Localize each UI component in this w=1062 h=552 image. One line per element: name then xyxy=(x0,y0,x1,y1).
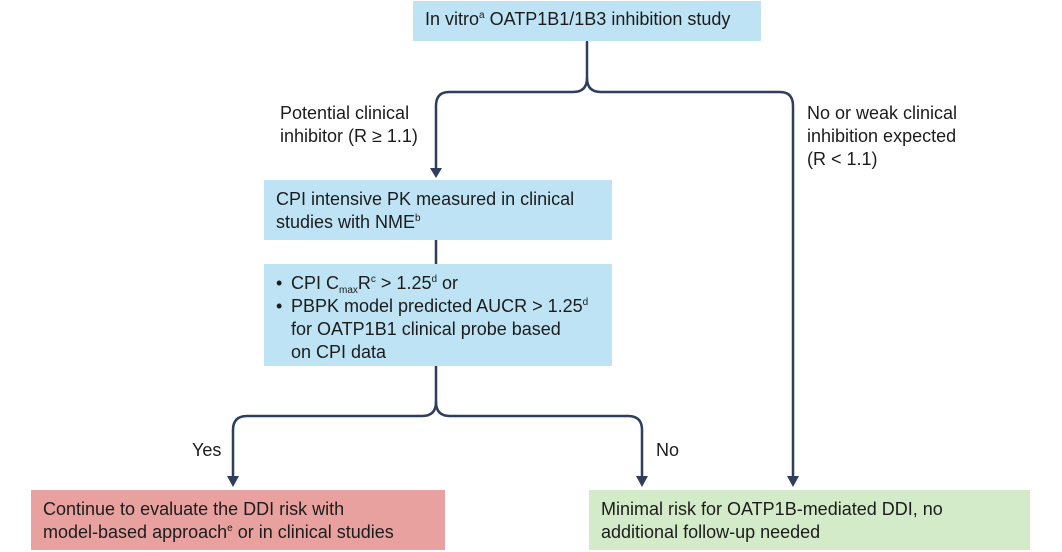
minimal-line-1: Minimal risk for OATP1B-mediated DDI, no xyxy=(601,499,943,519)
footnote-b: b xyxy=(415,213,421,224)
cpi-pk-line-2-text: studies with NME xyxy=(276,212,416,232)
criteria-item-pbpk: PBPK model predicted AUCR > 1.25d for OA… xyxy=(276,295,600,364)
arrowhead-to-cpi-pk xyxy=(430,168,442,178)
arrowhead-to-minimal-left xyxy=(636,476,648,487)
no-weak-inhibition-label: No or weak clinical inhibition expected … xyxy=(807,102,957,171)
pbpk-line-1-text: PBPK model predicted AUCR > 1.25 xyxy=(291,296,583,316)
criteria-item-cmax: CPI CmaxRc > 1.25d or xyxy=(276,272,600,296)
cmax-threshold: > 1.25 xyxy=(375,273,432,293)
arrowhead-to-minimal-right xyxy=(787,476,799,487)
criteria-list: CPI CmaxRc > 1.25d or PBPK model predict… xyxy=(276,272,600,364)
potential-line-1: Potential clinical xyxy=(280,103,410,123)
connector-to-no xyxy=(434,400,644,478)
potential-line-2: inhibitor (R ≥ 1.1) xyxy=(280,126,418,146)
continue-line-2-post: or in clinical studies xyxy=(232,522,394,542)
cmax-subscript: max xyxy=(339,285,358,296)
split-connector-bottom xyxy=(231,364,438,478)
footnote-d-1: d xyxy=(431,274,438,285)
continue-line-2: model-based approache or in clinical stu… xyxy=(43,521,433,544)
inhibition-study-box: In vitroa OATP1B1/1B3 inhibition study xyxy=(413,1,761,41)
cmax-pre: CPI C xyxy=(291,273,340,293)
noweak-line-1: No or weak clinical xyxy=(807,103,958,123)
minimal-risk-box: Minimal risk for OATP1B-mediated DDI, no… xyxy=(589,490,1030,550)
pbpk-line-2: for OATP1B1 clinical probe based xyxy=(291,319,561,339)
criteria-box: CPI CmaxRc > 1.25d or PBPK model predict… xyxy=(264,264,612,366)
cmax-or: or xyxy=(437,273,459,293)
continue-evaluate-box: Continue to evaluate the DDI risk with m… xyxy=(31,490,445,550)
arrowhead-to-continue xyxy=(227,476,239,487)
yes-label: Yes xyxy=(192,440,222,460)
cpi-pk-box: CPI intensive PK measured in clinical st… xyxy=(264,180,612,240)
cpi-pk-line-1: CPI intensive PK measured in clinical xyxy=(276,189,575,209)
cpi-pk-line-2: studies with NMEb xyxy=(276,211,600,234)
continue-line-1: Continue to evaluate the DDI risk with xyxy=(43,499,345,519)
footnote-c: c xyxy=(370,274,376,285)
top-text-post: OATP1B1/1B3 inhibition study xyxy=(484,9,731,29)
connector-to-no-weak xyxy=(585,76,795,478)
pbpk-line-1: PBPK model predicted AUCR > 1.25d xyxy=(291,295,600,318)
split-connector-top xyxy=(434,40,589,170)
noweak-line-3: (R < 1.1) xyxy=(807,149,878,169)
minimal-line-2: additional follow-up needed xyxy=(601,522,821,542)
footnote-d-2: d xyxy=(582,297,589,308)
continue-line-2-pre: model-based approach xyxy=(43,522,228,542)
potential-inhibitor-label: Potential clinical inhibitor (R ≥ 1.1) xyxy=(280,102,418,148)
noweak-line-2: inhibition expected xyxy=(807,126,957,146)
no-label: No xyxy=(656,440,680,460)
top-text-pre: In vitro xyxy=(425,9,480,29)
footnote-e: e xyxy=(227,523,233,534)
pbpk-line-3: on CPI data xyxy=(291,342,387,362)
top-footnote-a: a xyxy=(479,10,485,21)
cmax-r: R xyxy=(357,273,371,293)
